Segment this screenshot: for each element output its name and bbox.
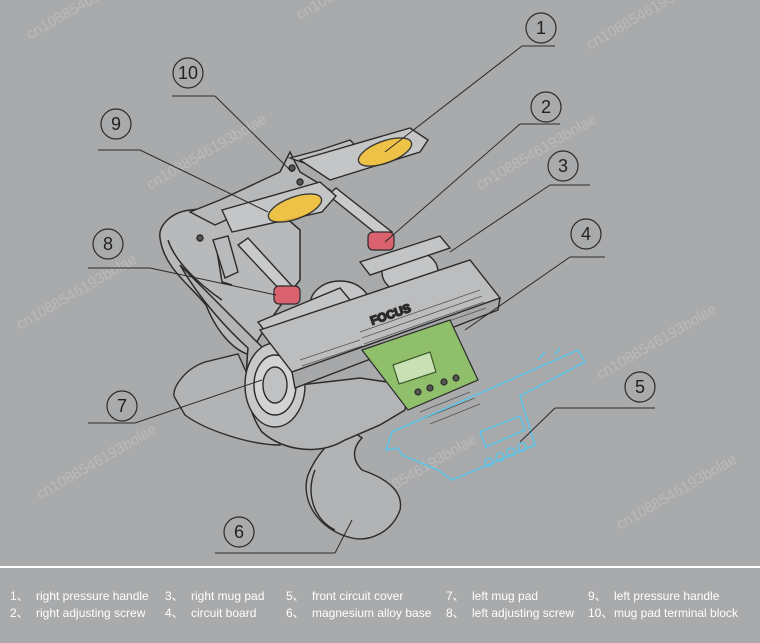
legend-item: 5、front circuit cover xyxy=(286,589,404,603)
legend-item: 10、mug pad terminal block xyxy=(588,606,739,620)
callout-6: 6 xyxy=(223,516,255,548)
callout-10: 10 xyxy=(172,57,204,89)
callout-1: 1 xyxy=(525,12,557,44)
circuit-board xyxy=(361,319,481,425)
legend-item: 7、left mug pad xyxy=(446,589,539,603)
callout-9: 9 xyxy=(100,108,132,140)
legend-item: 9、left pressure handle xyxy=(588,589,720,603)
legend-item: 6、magnesium alloy base xyxy=(286,606,432,620)
svg-text:3: 3 xyxy=(558,156,568,176)
legend-item: 2、right adjusting screw xyxy=(10,606,146,620)
svg-text:4: 4 xyxy=(581,224,591,244)
legend-item: 8、left adjusting screw xyxy=(446,606,575,620)
svg-text:9: 9 xyxy=(111,114,121,134)
left-adjusting-screw xyxy=(273,285,301,305)
watermark: cn1088546193bolae xyxy=(594,301,720,384)
callout-4: 4 xyxy=(570,218,602,250)
watermark: cn1088546193bolae xyxy=(24,0,150,43)
svg-text:10: 10 xyxy=(178,63,198,83)
pressure-handles xyxy=(188,127,429,279)
watermark: cn1088546193bolae xyxy=(614,451,740,534)
leader-lines xyxy=(88,45,655,554)
front-circuit-cover xyxy=(384,347,587,481)
watermark: cn1088546193bolae xyxy=(144,111,270,194)
adjusting-screws xyxy=(273,231,395,305)
svg-text:2: 2 xyxy=(541,97,551,117)
callout-8: 8 xyxy=(92,228,124,260)
press-body xyxy=(159,201,409,451)
callout-2: 2 xyxy=(530,91,562,123)
svg-text:6: 6 xyxy=(234,522,244,542)
legend-item: 4、circuit board xyxy=(165,606,257,620)
parts-legend: 1、right pressure handle 2、right adjustin… xyxy=(0,580,760,640)
callout-3: 3 xyxy=(547,150,579,182)
callout-5: 5 xyxy=(624,371,656,403)
svg-text:7: 7 xyxy=(117,396,127,416)
legend-item: 1、right pressure handle xyxy=(10,589,149,603)
callout-7: 7 xyxy=(106,390,138,422)
watermark: cn1088546193bolae xyxy=(584,0,710,53)
left-pressure-handle-highlight xyxy=(267,193,323,223)
watermark: cn1088546193bolae xyxy=(34,421,160,504)
heat-press-exploded-diagram: cn1088546193bolae cn1088546193bolae cn10… xyxy=(14,0,740,554)
watermark: cn1088546193bolae xyxy=(294,0,420,23)
svg-text:1: 1 xyxy=(536,18,546,38)
watermark: cn1088546193bolae xyxy=(474,111,600,194)
right-adjusting-screw xyxy=(367,231,395,251)
svg-text:5: 5 xyxy=(635,377,645,397)
legend-divider xyxy=(0,566,760,568)
svg-text:8: 8 xyxy=(103,234,113,254)
watermark: cn1088546193bolae xyxy=(14,251,140,334)
legend-item: 3、right mug pad xyxy=(165,589,265,603)
